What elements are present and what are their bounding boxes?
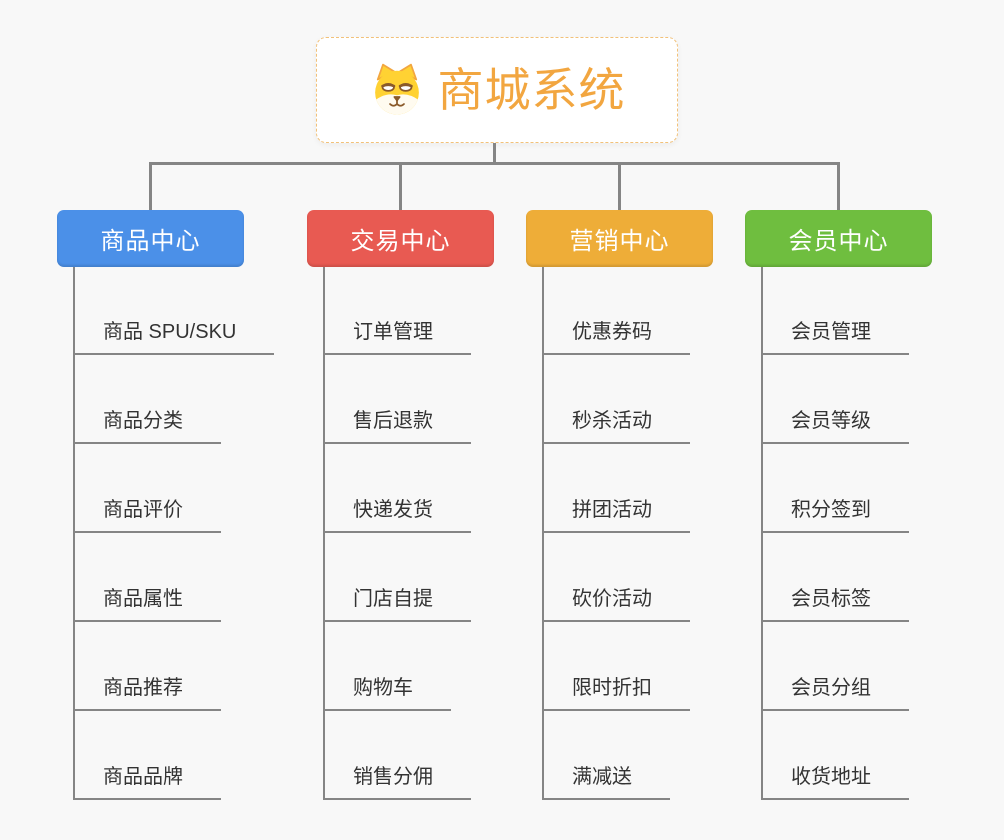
leaf-label: 秒杀活动 <box>542 408 690 444</box>
leaf-label: 会员等级 <box>761 408 909 444</box>
leaf-label: 购物车 <box>323 675 451 711</box>
connector-drop-product <box>149 164 152 210</box>
leaf-label: 商品分类 <box>73 408 221 444</box>
leaf-node[interactable]: 商品 SPU/SKU <box>73 319 275 355</box>
branch-node-product-center[interactable]: 商品中心 <box>57 210 244 267</box>
leaf-node[interactable]: 会员分组 <box>761 675 909 711</box>
leaf-label: 商品 SPU/SKU <box>73 319 275 355</box>
leaf-node[interactable]: 商品评价 <box>73 497 221 533</box>
connector-trunk <box>542 267 544 800</box>
connector-root-drop <box>493 143 496 164</box>
leaf-label: 商品品牌 <box>73 764 221 800</box>
leaf-label: 商品评价 <box>73 497 221 533</box>
leaf-label: 售后退款 <box>323 408 471 444</box>
leaf-label: 积分签到 <box>761 497 909 533</box>
leaf-node[interactable]: 会员标签 <box>761 586 909 622</box>
leaf-node[interactable]: 商品品牌 <box>73 764 221 800</box>
leaf-node[interactable]: 积分签到 <box>761 497 909 533</box>
leaf-label: 销售分佣 <box>323 764 471 800</box>
leaf-label: 满减送 <box>542 764 670 800</box>
leaf-label: 订单管理 <box>323 319 471 355</box>
leaf-label: 商品推荐 <box>73 675 221 711</box>
leaf-node[interactable]: 拼团活动 <box>542 497 690 533</box>
leaf-node[interactable]: 商品分类 <box>73 408 221 444</box>
leaf-label: 会员分组 <box>761 675 909 711</box>
leaf-label: 限时折扣 <box>542 675 690 711</box>
leaf-label: 会员管理 <box>761 319 909 355</box>
branch-node-member-center[interactable]: 会员中心 <box>745 210 932 267</box>
leaf-label: 砍价活动 <box>542 586 690 622</box>
branch-marketing-center: 营销中心 优惠券码 秒杀活动 拼团活动 砍价活动 限时折扣 满减送 <box>526 210 713 800</box>
leaf-node[interactable]: 会员等级 <box>761 408 909 444</box>
leaf-node[interactable]: 满减送 <box>542 764 670 800</box>
leaf-node[interactable]: 门店自提 <box>323 586 471 622</box>
leaf-label: 拼团活动 <box>542 497 690 533</box>
leaf-label: 商品属性 <box>73 586 221 622</box>
leaf-node[interactable]: 商品推荐 <box>73 675 221 711</box>
branch-trade-center: 交易中心 订单管理 售后退款 快递发货 门店自提 购物车 销售分佣 <box>307 210 494 800</box>
root-node-mall-system[interactable]: 商城系统 <box>316 37 678 143</box>
connector-bus <box>149 162 840 165</box>
leaf-node[interactable]: 秒杀活动 <box>542 408 690 444</box>
connector-trunk <box>73 267 75 800</box>
connector-drop-trade <box>399 164 402 210</box>
branch-node-marketing-center[interactable]: 营销中心 <box>526 210 713 267</box>
root-title: 商城系统 <box>437 64 626 116</box>
leaf-node[interactable]: 订单管理 <box>323 319 471 355</box>
connector-drop-member <box>837 164 840 210</box>
branch-node-trade-center[interactable]: 交易中心 <box>307 210 494 267</box>
leaf-label: 优惠券码 <box>542 319 690 355</box>
leaf-label: 快递发货 <box>323 497 471 533</box>
branch-member-center: 会员中心 会员管理 会员等级 积分签到 会员标签 会员分组 收货地址 <box>745 210 932 800</box>
dog-face-icon <box>374 63 419 115</box>
connector-trunk <box>323 267 325 800</box>
leaf-node[interactable]: 砍价活动 <box>542 586 690 622</box>
leaf-label: 会员标签 <box>761 586 909 622</box>
leaf-node[interactable]: 购物车 <box>323 675 451 711</box>
leaf-node[interactable]: 快递发货 <box>323 497 471 533</box>
leaf-node[interactable]: 商品属性 <box>73 586 221 622</box>
leaf-node[interactable]: 优惠券码 <box>542 319 690 355</box>
branch-product-center: 商品中心 商品 SPU/SKU 商品分类 商品评价 商品属性 商品推荐 商品品牌 <box>57 210 275 800</box>
leaf-node[interactable]: 限时折扣 <box>542 675 690 711</box>
leaf-label: 门店自提 <box>323 586 471 622</box>
connector-drop-marketing <box>618 164 621 210</box>
connector-trunk <box>761 267 763 800</box>
leaf-node[interactable]: 收货地址 <box>761 764 909 800</box>
leaf-label: 收货地址 <box>761 764 909 800</box>
leaf-node[interactable]: 销售分佣 <box>323 764 471 800</box>
leaf-node[interactable]: 会员管理 <box>761 319 909 355</box>
leaf-node[interactable]: 售后退款 <box>323 408 471 444</box>
